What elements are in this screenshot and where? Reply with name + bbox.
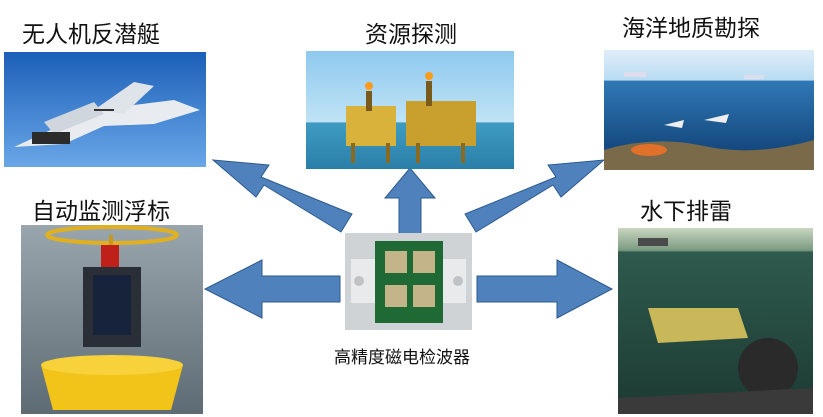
label-monitoring-buoy: 自动监测浮标 — [32, 199, 170, 225]
label-resource-exploration: 资源探测 — [365, 22, 457, 48]
label-center-sensor: 高精度磁电检波器 — [334, 348, 470, 368]
label-uav-antisubmarine: 无人机反潜艇 — [22, 22, 160, 48]
arrow-up — [383, 167, 437, 241]
arrow-up-left — [211, 159, 353, 233]
arrow-left — [203, 259, 341, 319]
label-marine-geology: 海洋地质勘探 — [622, 16, 760, 42]
image-monitoring-buoy — [21, 225, 203, 414]
image-uav-drone — [4, 52, 206, 167]
label-underwater-demining: 水下排雷 — [640, 199, 732, 225]
image-oil-platform — [306, 51, 514, 169]
image-underwater-demining — [618, 228, 813, 414]
arrow-up-right — [464, 159, 606, 233]
image-marine-geology — [604, 50, 814, 170]
image-magnetoelectric-sensor — [345, 233, 472, 330]
arrow-right — [476, 259, 614, 319]
